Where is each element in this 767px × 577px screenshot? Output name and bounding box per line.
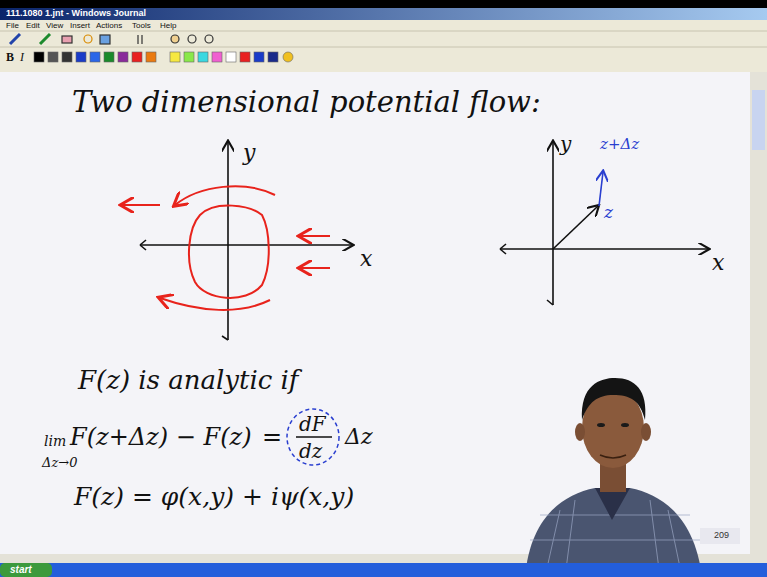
menu-item: Edit [26, 22, 40, 30]
format-button: I [20, 51, 24, 63]
window-title: 111.1080 1.jnt - Windows Journal [6, 9, 146, 18]
start-button: start [10, 565, 32, 575]
notes-heading: Two dimensional potential flow: [72, 88, 541, 117]
page-number: 209 [714, 531, 729, 540]
menu-item: View [46, 22, 63, 30]
formula-text: F(z+Δz) − F(z) [70, 425, 252, 449]
formula-text: = [262, 425, 282, 449]
menu-item: Insert [70, 22, 90, 30]
menu-item: File [6, 22, 19, 30]
point-label: z [604, 204, 613, 221]
axis-label: x [712, 252, 724, 274]
formula-text: dz [299, 441, 322, 461]
menu-item: Tools [132, 22, 151, 30]
notes-text: F(z) is analytic if [78, 367, 299, 393]
limit-symbol: lim [44, 434, 66, 448]
formula-text: F(z) = φ(x,y) + iψ(x,y) [74, 484, 354, 509]
menu-item: Help [160, 22, 176, 30]
axis-label: y [243, 142, 255, 164]
axis-label: x [360, 248, 372, 270]
axis-label: y [560, 134, 571, 154]
limit-subscript: Δz→0 [42, 456, 77, 469]
formula-text: dF [299, 414, 326, 434]
format-button: B [6, 51, 14, 63]
formula-text: Δz [345, 426, 372, 448]
point-label: z+Δz [600, 137, 639, 152]
menu-item: Actions [96, 22, 122, 30]
